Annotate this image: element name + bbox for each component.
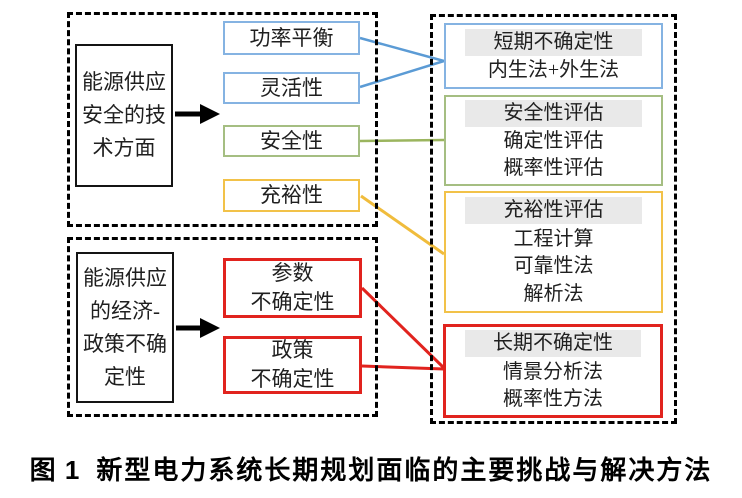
source-box-economic: 能源供应 的经济- 政策不确 定性 [76,252,174,403]
solution-longterm-header: 长期不确定性 [465,330,641,358]
solution-security-item-probabilistic: 概率性评估 [503,157,604,179]
challenge-parameter-uncertainty-line1: 参数 [271,261,314,285]
challenge-parameter-uncertainty-line2: 不确定性 [250,290,335,314]
source-box-technical: 能源供应 安全的技 术方面 [75,44,173,187]
solution-box-shortterm-uncertainty: 短期不确定性 内生法+外生法 [444,23,663,89]
solution-box-security-eval: 安全性评估 确定性评估 概率性评估 [444,95,663,186]
solution-box-adequacy-eval: 充裕性评估 工程计算 可靠性法 解析法 [444,191,663,313]
source-box-technical-line3: 术方面 [92,136,156,160]
figure-caption-text: 新型电力系统长期规划面临的主要挑战与解决方法 [96,455,713,485]
challenge-policy-uncertainty-line1: 政策 [271,338,314,362]
challenge-security: 安全性 [223,125,360,157]
source-box-economic-line2: 的经济- [90,298,160,323]
challenge-flexibility-label: 灵活性 [260,75,323,100]
solution-adequacy-item-analytical: 解析法 [523,283,584,306]
source-box-economic-line4: 定性 [104,364,146,389]
source-box-economic-line3: 政策不确 [83,331,167,356]
economic-policy-frame [67,237,378,417]
solution-shortterm-item-endo-exo: 内生法+外生法 [487,59,620,82]
challenge-security-label: 安全性 [260,128,323,153]
solution-longterm-item-scenario: 情景分析法 [503,360,603,383]
solution-shortterm-header: 短期不确定性 [465,28,642,56]
challenge-adequacy: 充裕性 [223,179,360,212]
solution-box-longterm-uncertainty: 长期不确定性 情景分析法 概率性方法 [443,324,663,418]
challenge-flexibility: 灵活性 [223,72,360,104]
solution-longterm-item-probabilistic: 概率性方法 [503,387,603,410]
challenge-power-balance-label: 功率平衡 [249,25,334,50]
challenge-parameter-uncertainty: 参数 不确定性 [223,258,362,318]
challenge-policy-uncertainty: 政策 不确定性 [223,336,362,394]
figure-caption: 图 1 新型电力系统长期规划面临的主要挑战与解决方法 [0,450,742,487]
challenge-adequacy-label: 充裕性 [260,183,323,207]
solutions-frame [430,14,677,424]
challenge-policy-uncertainty-line2: 不确定性 [250,367,335,391]
solution-adequacy-header: 充裕性评估 [465,196,642,224]
technical-aspects-frame [67,12,378,227]
source-box-technical-line2: 安全的技 [82,103,166,127]
figure-caption-label: 图 1 [29,455,81,485]
source-box-technical-line1: 能源供应 [82,70,166,94]
solution-security-item-deterministic: 确定性评估 [503,130,604,152]
solution-security-header: 安全性评估 [465,100,642,127]
solution-adequacy-item-engineering: 工程计算 [513,227,594,250]
challenge-power-balance: 功率平衡 [223,21,360,55]
solution-adequacy-item-reliability: 可靠性法 [513,255,594,278]
source-box-economic-line1: 能源供应 [83,265,167,290]
